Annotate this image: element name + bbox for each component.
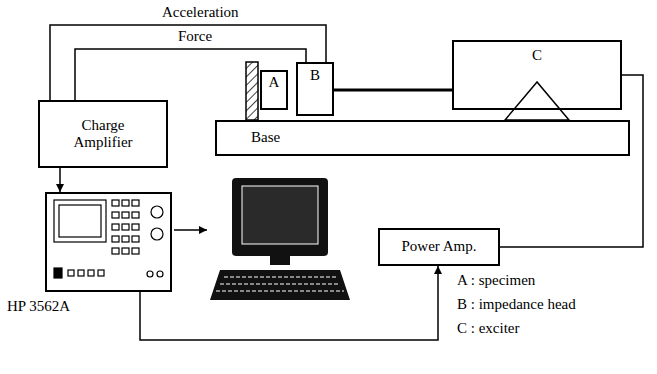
drawing-part — [112, 200, 119, 206]
amplifier-box: Power Amp. — [378, 228, 500, 266]
drawing-part — [68, 270, 74, 276]
stinger-rod — [334, 89, 452, 92]
drawing-part — [132, 236, 139, 242]
node-label: Charge Amplifier — [63, 117, 143, 152]
node-label: C — [532, 47, 542, 64]
drawing-part — [122, 248, 129, 254]
key-note: C : exciter — [455, 320, 521, 337]
signal-arrow — [140, 266, 438, 340]
node-label: A — [269, 74, 280, 91]
key-note: A : specimen — [455, 272, 537, 289]
drawing-part — [112, 248, 119, 254]
exciter-box: C — [452, 40, 622, 110]
wire-label: Force — [176, 28, 214, 45]
drawing-part — [242, 186, 318, 244]
drawing-part — [147, 271, 153, 277]
drawing-part — [78, 270, 84, 276]
node-label: Power Amp. — [402, 238, 477, 255]
base-plate: Base — [215, 120, 630, 156]
drawing-part — [232, 178, 328, 256]
exciter-support — [505, 82, 569, 120]
specimen: A — [260, 70, 288, 110]
node-label: Base — [251, 129, 280, 146]
node-label: HP 3562A — [7, 298, 70, 315]
drawing-part — [151, 228, 163, 240]
drawing-part — [59, 205, 101, 237]
drawing-part — [112, 236, 119, 242]
drawing-part — [132, 200, 139, 206]
drawing-part — [122, 212, 129, 218]
drawing-part — [122, 200, 129, 206]
drawing-part — [112, 212, 119, 218]
data-arrow — [174, 229, 207, 231]
drawing-part — [112, 224, 119, 230]
fixed-wall — [246, 62, 258, 120]
drawing-part — [210, 270, 350, 300]
computer-illustration — [210, 178, 350, 300]
drawing-part — [98, 270, 104, 276]
drawing-part — [54, 268, 62, 278]
node-label: B — [310, 67, 320, 84]
drawing-part — [132, 224, 139, 230]
drawing-part — [88, 270, 94, 276]
drawing-part — [157, 271, 163, 277]
drawing-part — [122, 224, 129, 230]
drawing-part — [270, 256, 290, 265]
drawing-part — [132, 212, 139, 218]
impedance-head: B — [296, 62, 334, 116]
drawing-part — [54, 200, 106, 242]
drawing-part — [216, 290, 344, 291]
signal-arrow — [59, 168, 61, 192]
analyzer-panel — [54, 200, 163, 278]
analyzer-unit: HP 3562A — [45, 192, 172, 292]
wire-label: Acceleration — [160, 4, 241, 21]
drawing-part — [151, 206, 163, 218]
drawing-part — [132, 248, 139, 254]
drawing-part — [224, 276, 336, 277]
drawing-part — [122, 236, 129, 242]
drawing-part — [220, 283, 340, 284]
key-note: B : impedance head — [455, 296, 578, 313]
amplifier-box: Charge Amplifier — [38, 100, 168, 168]
